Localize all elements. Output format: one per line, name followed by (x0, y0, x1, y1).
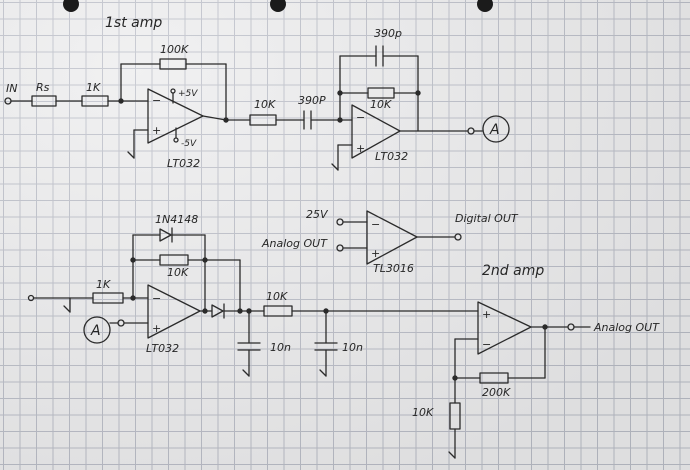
label-10k-diode: 10K (167, 266, 189, 279)
label-analog-out: Analog OUT (593, 321, 660, 334)
svg-text:+: + (152, 124, 161, 137)
label-10k-mid: 10K (266, 290, 288, 303)
resistor-1k-bottom (92, 292, 149, 304)
resistor-rs (31, 95, 83, 107)
label-1n4148: 1N4148 (155, 213, 198, 226)
input-line-bottom (27, 294, 94, 313)
label-opamp2: LT032 (375, 150, 408, 163)
label-10n-b: 10n (342, 341, 363, 354)
punch-hole (477, 0, 493, 12)
label-200k: 200K (482, 386, 511, 399)
svg-text:A: A (489, 122, 500, 138)
punch-hole (270, 0, 286, 12)
comparator: − + (336, 210, 462, 265)
label-comparator: TL3016 (373, 262, 414, 275)
resistor-10k-gnd (448, 402, 461, 459)
label-10k-gnd: 10K (412, 406, 434, 419)
title-2nd-amp: 2nd amp (482, 263, 544, 279)
label-rs: Rs (36, 81, 50, 94)
label-100k: 100K (160, 43, 189, 56)
svg-text:+: + (356, 142, 365, 155)
svg-text:+: + (482, 308, 491, 321)
label-minus-5v: -5V (181, 139, 197, 149)
label-opamp3: LT032 (146, 342, 179, 355)
label-10k-top: 10K (254, 98, 276, 111)
feedback-100k (118, 58, 227, 121)
label-plus-5v: +5V (178, 89, 198, 99)
svg-text:−: − (152, 94, 161, 107)
opamp-3: − + (147, 284, 265, 339)
capacitor-390p-series (303, 110, 341, 130)
svg-text:+: + (152, 322, 161, 335)
opamp-1: − + (127, 88, 227, 159)
opamp-4: + − (454, 301, 591, 404)
label-10k-fb: 10K (370, 98, 392, 111)
svg-text:−: − (152, 292, 161, 305)
title-1st-amp: 1st amp (105, 15, 162, 31)
node-a-output: A (482, 115, 510, 143)
label-in: IN (6, 82, 17, 95)
svg-text:+: + (371, 247, 380, 260)
svg-text:A: A (90, 323, 101, 339)
svg-text:−: − (482, 338, 491, 351)
opamp-2: − + (331, 104, 483, 171)
node-a-input: A (83, 316, 149, 344)
resistor-10k-series (223, 114, 305, 126)
label-1k-bottom: 1K (96, 278, 111, 291)
svg-text:−: − (371, 218, 380, 231)
label-opamp1: LT032 (167, 157, 200, 170)
label-digital-out: Digital OUT (455, 212, 519, 225)
svg-text:−: − (356, 111, 365, 124)
label-390p-series: 390P (298, 94, 326, 107)
diode-feedback (130, 227, 241, 312)
resistor-1k-input (81, 95, 149, 107)
label-390p-fb: 390p (374, 27, 402, 40)
label-10n-a: 10n (270, 341, 291, 354)
label-25v: 25V (306, 208, 329, 221)
feedback-200k (452, 326, 546, 384)
label-analog-out-in: Analog OUT (261, 237, 328, 250)
label-1k-top: 1K (86, 81, 101, 94)
punch-hole (63, 0, 79, 12)
input-terminal (4, 97, 33, 105)
feedback-network-2 (337, 45, 421, 132)
filter-rc (237, 305, 479, 377)
